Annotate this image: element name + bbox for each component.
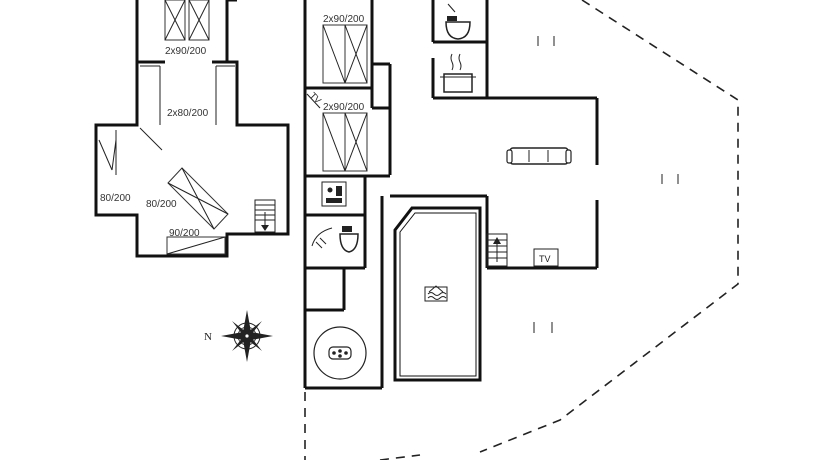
bed-size-label: 2x90/200 xyxy=(323,102,365,113)
toilet-icon xyxy=(339,226,359,253)
bed-size-label: 2x90/200 xyxy=(323,14,365,25)
stairs-icon xyxy=(254,199,276,233)
compass-rose-icon xyxy=(221,310,273,362)
jacuzzi-icon xyxy=(313,326,367,380)
loft-plan: 2x90/200 2x80/200 80/200 80/200 90/200 xyxy=(94,0,290,258)
toilet-icon xyxy=(445,3,471,40)
bed-size-label: 2x90/200 xyxy=(165,46,207,57)
tv-label: TV xyxy=(308,90,323,105)
bed-size-label: 2x80/200 xyxy=(167,108,209,119)
stairs-icon xyxy=(486,233,508,267)
main-floor-plan: 2x90/200 2x90/200 TV xyxy=(303,0,739,460)
bed-size-label: 80/200 xyxy=(100,193,131,204)
sauna-icon xyxy=(321,181,347,207)
tv-cabinet xyxy=(533,248,559,267)
stove-icon xyxy=(440,53,476,93)
pool-icon xyxy=(393,206,482,382)
bed-size-label: 80/200 xyxy=(146,199,177,210)
compass-north-label: N xyxy=(204,331,212,343)
loft-outer-wall xyxy=(94,0,290,258)
terrace-outline xyxy=(379,454,421,460)
sofa-icon xyxy=(506,147,572,165)
bed-size-label: 90/200 xyxy=(169,228,200,239)
terrace-outline xyxy=(479,0,739,453)
shower-icon xyxy=(311,227,333,249)
tv-label: TV xyxy=(539,254,551,264)
